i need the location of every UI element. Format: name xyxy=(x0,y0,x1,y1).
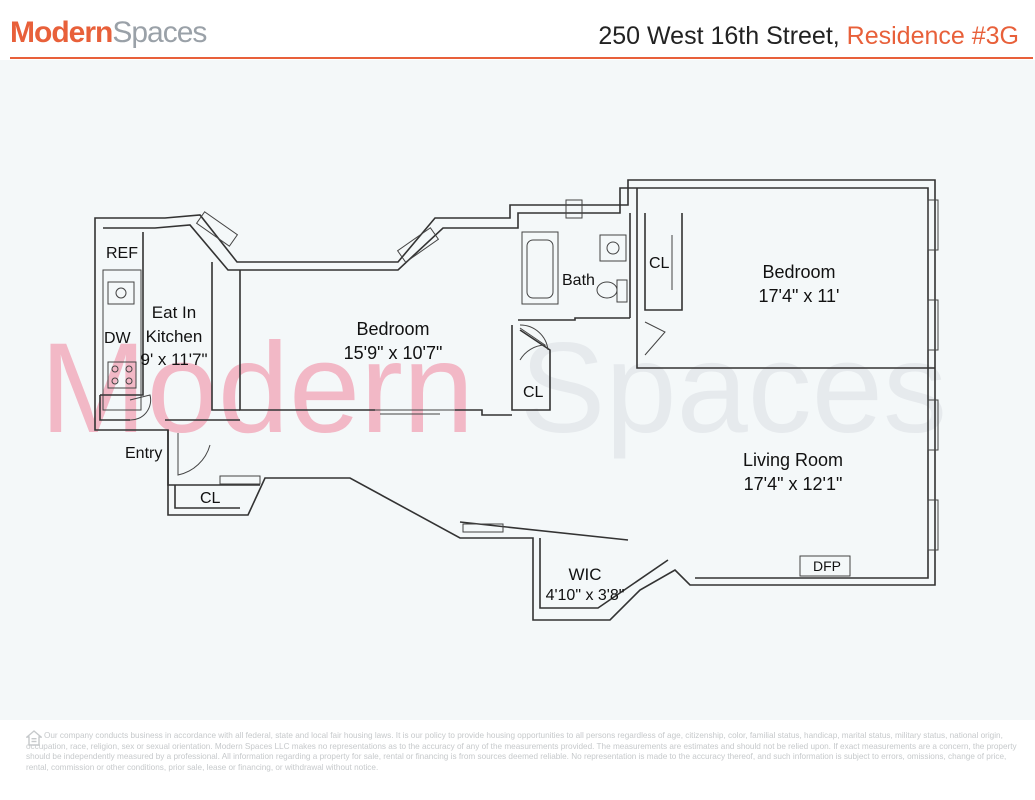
dw-label: DW xyxy=(104,330,132,347)
kitchen-name-line1: Eat In xyxy=(152,303,196,322)
bath-closet-label: CL xyxy=(523,384,544,401)
residence-number: Residence #3G xyxy=(846,22,1019,50)
wic-name: WIC xyxy=(568,565,601,584)
kitchen-dimensions: 9' x 11'7" xyxy=(140,350,207,369)
door-swings xyxy=(129,235,673,476)
living-room-dimensions: 17'4" x 12'1" xyxy=(744,474,843,494)
bedroom1-name: Bedroom xyxy=(356,319,429,339)
fireplace-label: DFP xyxy=(813,558,841,574)
footer xyxy=(0,722,1035,800)
bedroom1-dimensions: 15'9" x 10'7" xyxy=(344,343,443,363)
floor-plan-background xyxy=(0,60,1035,720)
equal-housing-icon xyxy=(26,730,42,746)
ref-label: REF xyxy=(106,245,138,262)
property-address: 250 West 16th Street, Residence #3G xyxy=(598,24,1019,49)
room-labels: REF DW Eat In Kitchen 9' x 11'7" Bedroom… xyxy=(104,245,843,604)
fireplace-icon xyxy=(799,555,851,577)
bathtub-icon xyxy=(521,231,559,305)
outer-walls xyxy=(94,179,936,621)
watermark-spaces: Spaces xyxy=(520,317,947,460)
windows xyxy=(195,199,939,551)
bedroom2-closet-label: CL xyxy=(649,255,670,272)
logo-part-modern: Modern xyxy=(10,16,113,49)
wic-dimensions: 4'10" x 3'8" xyxy=(546,587,625,604)
floor-plan: Modern Spaces xyxy=(40,179,947,621)
stove-icon xyxy=(107,361,137,389)
interior-walls xyxy=(99,188,935,609)
bath-sink-icon xyxy=(599,234,627,262)
kitchen-sink-icon xyxy=(107,281,135,305)
street-address: 250 West 16th Street, xyxy=(598,22,847,50)
header-divider xyxy=(10,57,1033,59)
living-room-name: Living Room xyxy=(743,450,843,470)
legal-disclaimer: Our company conducts business in accorda… xyxy=(26,731,1017,772)
kitchen-fixtures xyxy=(102,269,142,411)
kitchen-name-line2: Kitchen xyxy=(146,327,203,346)
entry-closet-label: CL xyxy=(200,490,221,507)
modern-spaces-logo[interactable]: ModernSpaces xyxy=(10,16,207,49)
header: ModernSpaces 250 West 16th Street, Resid… xyxy=(0,0,1035,60)
toilet-icon xyxy=(596,281,618,299)
bedroom2-name: Bedroom xyxy=(762,262,835,282)
bath-label: Bath xyxy=(562,272,595,289)
bath-fixtures xyxy=(521,231,851,577)
bedroom2-dimensions: 17'4" x 11' xyxy=(759,286,840,306)
logo-part-spaces: Spaces xyxy=(112,16,207,49)
entry-label: Entry xyxy=(125,445,162,462)
